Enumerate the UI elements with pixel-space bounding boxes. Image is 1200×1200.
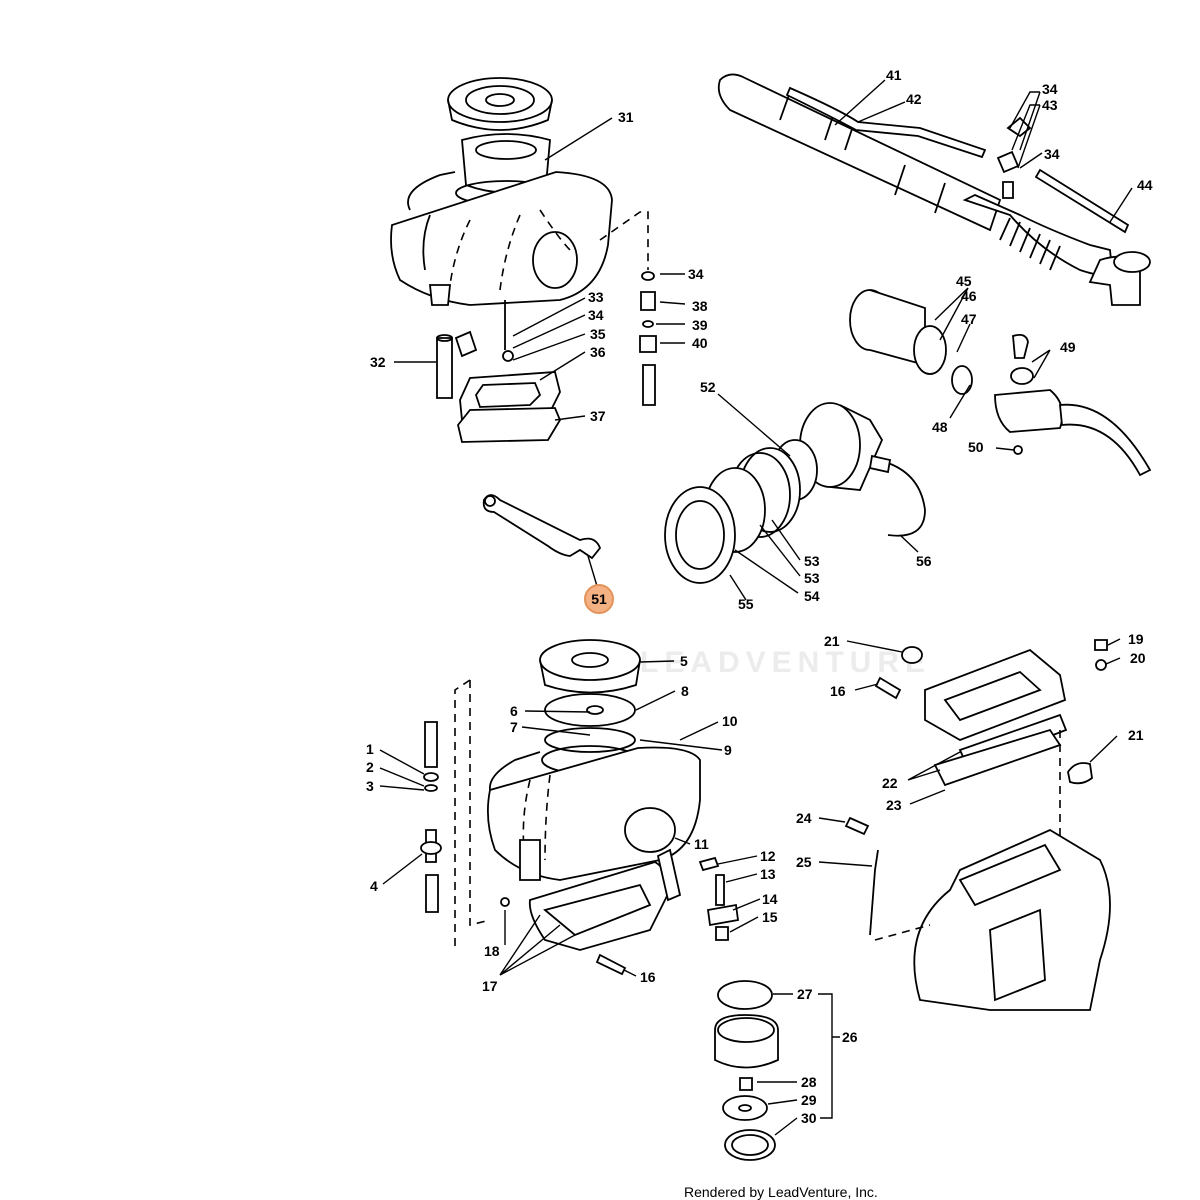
callout-46: 46 bbox=[961, 288, 977, 304]
callout-24: 24 bbox=[796, 810, 812, 826]
callout-12: 12 bbox=[760, 848, 776, 864]
callout-17: 17 bbox=[482, 978, 498, 994]
watermark: LEADVENTURE bbox=[640, 646, 931, 679]
callout-7: 7 bbox=[510, 719, 518, 735]
callout-45: 45 bbox=[956, 273, 972, 289]
callout-22: 22 bbox=[882, 775, 898, 791]
callout-1: 1 bbox=[366, 741, 374, 757]
callout-13: 13 bbox=[760, 866, 776, 882]
callout-48: 48 bbox=[932, 419, 948, 435]
callout-42: 42 bbox=[906, 91, 922, 107]
callout-33: 33 bbox=[588, 289, 604, 305]
callout-34: 34 bbox=[1044, 146, 1060, 162]
render-credit: Rendered by LeadVenture, Inc. bbox=[684, 1184, 878, 1200]
callout-41: 41 bbox=[886, 67, 902, 83]
callout-43: 43 bbox=[1042, 97, 1058, 113]
callout-44: 44 bbox=[1137, 177, 1153, 193]
callout-34: 34 bbox=[688, 266, 704, 282]
callout-26: 26 bbox=[842, 1029, 858, 1045]
callout-5: 5 bbox=[680, 653, 688, 669]
callout-47: 47 bbox=[961, 311, 977, 327]
callout-40: 40 bbox=[692, 335, 708, 351]
frame-mount-assembly bbox=[714, 639, 1111, 1161]
callout-21: 21 bbox=[1128, 727, 1144, 743]
callout-14: 14 bbox=[762, 891, 778, 907]
callout-4: 4 bbox=[370, 878, 378, 894]
callout-23: 23 bbox=[886, 797, 902, 813]
callout-18: 18 bbox=[484, 943, 500, 959]
callout-53: 53 bbox=[804, 553, 820, 569]
callout-29: 29 bbox=[801, 1092, 817, 1108]
callout-52: 52 bbox=[700, 379, 716, 395]
callout-27: 27 bbox=[797, 986, 813, 1002]
callout-35: 35 bbox=[590, 326, 606, 342]
callout-16: 16 bbox=[830, 683, 846, 699]
leader-lines bbox=[379, 79, 1133, 1136]
callout-8: 8 bbox=[681, 683, 689, 699]
callout-51-highlight[interactable]: 51 bbox=[584, 584, 614, 614]
callout-36: 36 bbox=[590, 344, 606, 360]
callout-11: 11 bbox=[694, 836, 709, 852]
callout-2: 2 bbox=[366, 759, 374, 775]
nozzle-coupling-assembly bbox=[664, 289, 1152, 584]
callout-54: 54 bbox=[804, 588, 820, 604]
callout-labels: 31 41 42 34 43 34 44 34 38 39 40 33 34 3… bbox=[366, 67, 1153, 1126]
callout-50: 50 bbox=[968, 439, 984, 455]
lower-tank-assembly bbox=[420, 639, 740, 976]
callout-53: 53 bbox=[804, 570, 820, 586]
callout-32: 32 bbox=[370, 354, 386, 370]
wrench-part-51 bbox=[482, 494, 602, 560]
callout-51: 51 bbox=[591, 591, 607, 607]
callout-15: 15 bbox=[762, 909, 778, 925]
callout-56: 56 bbox=[916, 553, 932, 569]
callout-25: 25 bbox=[796, 854, 812, 870]
callout-16: 16 bbox=[640, 969, 656, 985]
callout-49: 49 bbox=[1060, 339, 1076, 355]
callout-34: 34 bbox=[1042, 81, 1058, 97]
callout-3: 3 bbox=[366, 778, 374, 794]
callout-55: 55 bbox=[738, 596, 754, 612]
blower-pipe-assembly bbox=[717, 73, 1151, 306]
callout-9: 9 bbox=[724, 742, 732, 758]
callout-30: 30 bbox=[801, 1110, 817, 1126]
callout-19: 19 bbox=[1128, 631, 1144, 647]
callout-38: 38 bbox=[692, 298, 708, 314]
callout-10: 10 bbox=[722, 713, 738, 729]
callout-31: 31 bbox=[618, 109, 634, 125]
upper-tank-assembly bbox=[390, 77, 657, 443]
callout-20: 20 bbox=[1130, 650, 1146, 666]
callout-28: 28 bbox=[801, 1074, 817, 1090]
callout-39: 39 bbox=[692, 317, 708, 333]
callout-34: 34 bbox=[588, 307, 604, 323]
callout-6: 6 bbox=[510, 703, 518, 719]
callout-37: 37 bbox=[590, 408, 606, 424]
callout-21: 21 bbox=[824, 633, 840, 649]
callout-51-badge bbox=[584, 584, 614, 614]
